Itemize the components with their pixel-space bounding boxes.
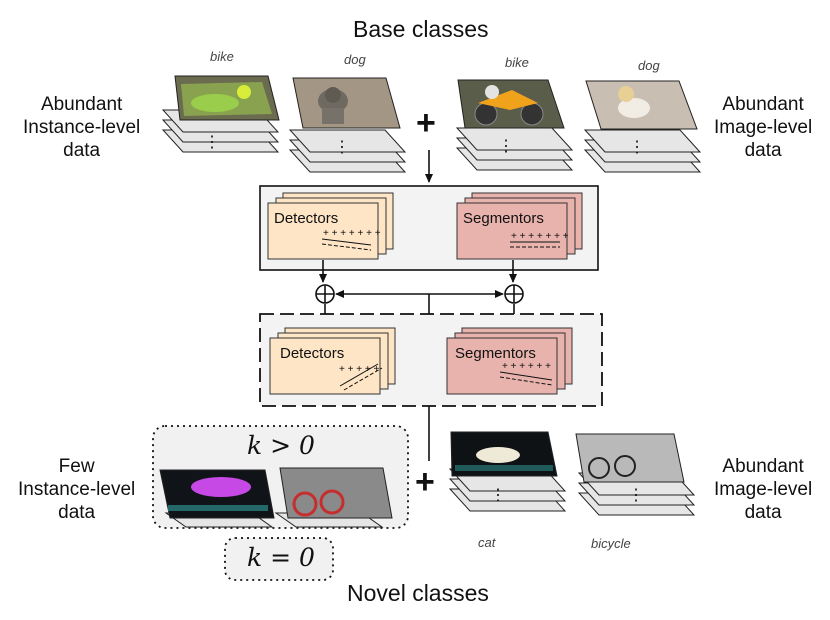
segmentors-top-label: Segmentors	[463, 210, 544, 227]
bottom-right-side-label: Abundant Image-level data	[714, 456, 813, 523]
top-left-side-label: Abundant Instance-level data	[23, 94, 141, 161]
combine-symbol-right	[504, 284, 524, 304]
svg-text:+ + + + + +: + + + + + +	[502, 361, 551, 372]
segmentors-card-top: + + + + + + +	[456, 192, 583, 260]
caption-image-bicycle: bicycle	[591, 536, 631, 551]
image-stack-bike: ⋮	[455, 79, 574, 171]
stack-dots: ⋮	[490, 487, 506, 504]
svg-text:+ + + + + + +: + + + + + + +	[323, 228, 381, 239]
caption-instance-bike: bike	[210, 49, 234, 64]
novel-classes-title: Novel classes	[347, 580, 489, 606]
instance-stack-bike: ⋮	[161, 75, 280, 153]
caption-image-cat: cat	[478, 535, 496, 550]
plus-symbol-bottom: +	[415, 463, 435, 501]
segmentors-card-bottom: + + + + + +	[446, 327, 573, 395]
caption-instance-dog: dog	[344, 52, 366, 67]
image-stack-dog: ⋮	[583, 80, 702, 173]
image-stack-cat: ⋮	[448, 431, 567, 512]
combine-symbol-left	[315, 284, 335, 304]
k-zero-label: k = 0	[247, 543, 315, 572]
stack-dots: ⋮	[628, 487, 644, 504]
detectors-card-top: + + + + + + +	[267, 192, 394, 260]
zero-shot-box	[224, 537, 334, 581]
top-right-side-label: Abundant Image-level data	[714, 94, 813, 161]
scatter-glyph	[321, 238, 372, 251]
instance-stack-dog: ⋮	[288, 77, 407, 173]
detectors-card-bottom: + + + + +	[269, 327, 396, 395]
stack-dots: ⋮	[629, 139, 645, 156]
k-positive-label: k > 0	[247, 431, 315, 460]
few-shot-image-cat	[159, 469, 275, 528]
plus-symbol-top: +	[416, 104, 436, 142]
svg-text:+ + + + +: + + + + +	[339, 364, 379, 375]
base-classes-title: Base classes	[353, 16, 489, 42]
stack-dots: ⋮	[334, 139, 350, 156]
few-shot-image-bicycle	[274, 467, 393, 528]
bottom-left-side-label: Few Instance-level data	[18, 456, 136, 523]
segmentors-bottom-label: Segmentors	[455, 345, 536, 362]
detectors-bottom-label: Detectors	[280, 345, 344, 362]
caption-image-bike: bike	[505, 55, 529, 70]
svg-text:+ + + + + + +: + + + + + + +	[511, 231, 569, 242]
detectors-top-label: Detectors	[274, 210, 338, 227]
caption-image-dog: dog	[638, 58, 660, 73]
stack-dots: ⋮	[204, 134, 220, 151]
image-stack-bicycle: ⋮	[575, 433, 696, 516]
stack-dots: ⋮	[498, 138, 514, 155]
